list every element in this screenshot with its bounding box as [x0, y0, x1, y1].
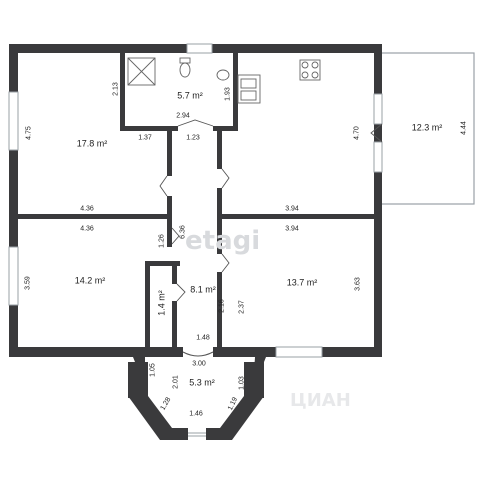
balcony-outline: [380, 52, 475, 205]
entrance-door: [183, 347, 213, 357]
area-bedroom-top-left: 17.8 m²: [76, 138, 108, 149]
dim-475: 4.75: [25, 126, 33, 140]
windows: [8, 43, 383, 358]
dim-193: 1.93: [224, 87, 232, 101]
dim-216: 2.16: [218, 299, 226, 313]
dim-201: 2.01: [172, 375, 180, 389]
dim-444: 4.44: [460, 121, 468, 135]
area-hallway: 8.1 m²: [190, 284, 216, 295]
area-entrance-bay: 5.3 m²: [189, 377, 215, 388]
dim-103: 1.03: [238, 376, 246, 390]
dim-148: 1.48: [196, 334, 210, 342]
dim-359: 3.59: [24, 276, 32, 290]
area-closet: 1.4 m²: [156, 290, 167, 316]
bathroom-fixtures: [127, 57, 230, 86]
kitchen-fixtures: [237, 59, 321, 104]
dim-300: 3.00: [192, 360, 206, 368]
entrance-bay-walls: [128, 357, 266, 440]
dim-213: 2.13: [112, 82, 120, 96]
watermark-bottom: ЦИАН: [290, 390, 351, 411]
dim-394-top: 3.94: [285, 205, 299, 213]
dim-436-bot: 4.36: [80, 225, 94, 233]
dim-105: 1.05: [149, 363, 157, 377]
area-bathroom: 5.7 m²: [177, 90, 203, 101]
dim-126: 1.26: [158, 234, 166, 248]
dim-363: 3.63: [354, 277, 362, 291]
dim-137: 1.37: [138, 134, 152, 142]
dim-123: 1.23: [186, 134, 200, 142]
area-bedroom-bottom-left: 14.2 m²: [74, 275, 106, 286]
dim-237: 2.37: [238, 300, 246, 314]
area-bedroom-bottom-right: 13.7 m²: [286, 277, 318, 288]
dim-636: 6.36: [179, 225, 187, 239]
interior-walls: [18, 53, 374, 347]
dim-436-top: 4.36: [80, 205, 94, 213]
door-swings: [159, 119, 383, 302]
area-balcony: 12.3 m²: [411, 122, 443, 133]
dim-146: 1.46: [189, 410, 203, 418]
dim-394-bot: 3.94: [285, 225, 299, 233]
dim-470: 4.70: [353, 126, 361, 140]
watermark-top: etagi: [185, 226, 261, 256]
dim-294: 2.94: [176, 112, 190, 120]
